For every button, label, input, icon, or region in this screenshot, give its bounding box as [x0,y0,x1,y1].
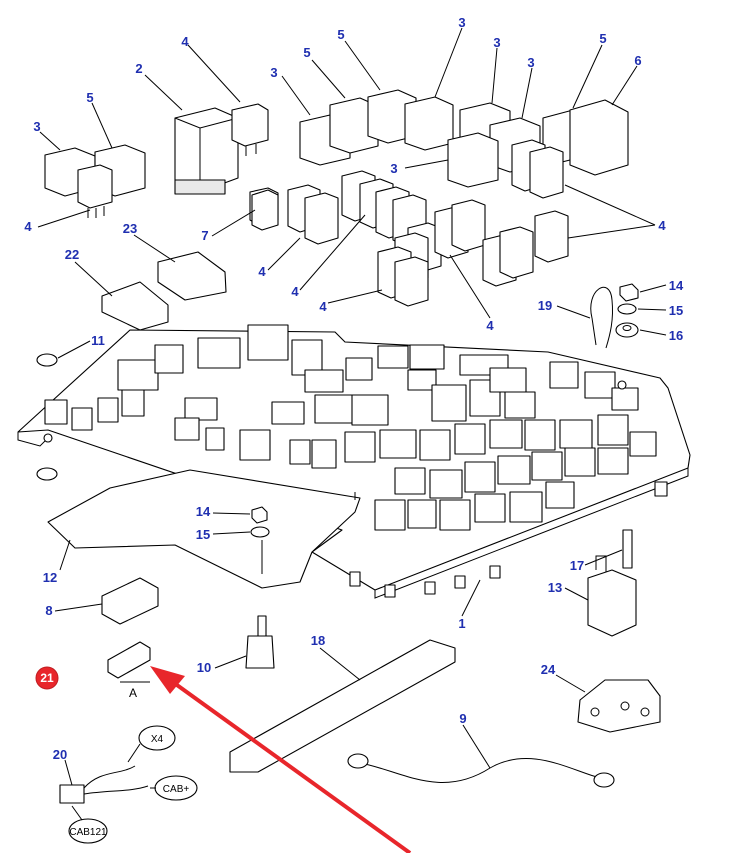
callout-16: 16 [669,328,683,343]
callout-6: 6 [634,53,641,68]
callout-3: 3 [527,55,534,70]
callout-20: 20 [53,747,67,762]
callout-23: 23 [123,221,137,236]
view-a-indicator: A [129,686,137,700]
callout-21: 21 [40,671,54,685]
callout-24: 24 [541,662,556,677]
loose-relays [44,89,629,331]
callout-15: 15 [196,527,210,542]
callout-4: 4 [24,219,32,234]
callout-17: 17 [570,558,584,573]
callout-3: 3 [458,15,465,30]
plug-tags: X4 CAB+ CAB121 [68,725,198,844]
callout-3: 3 [270,65,277,80]
callout-2: 2 [135,61,142,76]
callout-19: 19 [538,298,552,313]
callout-11: 11 [91,333,105,348]
callout-7: 7 [201,228,208,243]
callout-4: 4 [319,299,327,314]
view-a-label: A [129,686,137,700]
callout-14: 14 [196,504,211,519]
callout-5: 5 [303,45,310,60]
side-parts [36,283,661,804]
callout-4: 4 [181,34,189,49]
plug-cab-plus-label: CAB+ [163,784,190,795]
callout-10: 10 [197,660,211,675]
callout-4: 4 [291,284,299,299]
callout-14: 14 [669,278,684,293]
insulating-sheet [47,469,361,589]
callout-22: 22 [65,247,79,262]
leader-lines [37,27,667,786]
callout-4: 4 [658,218,666,233]
callout-3: 3 [33,119,40,134]
callout-8: 8 [45,603,52,618]
callout-15: 15 [669,303,683,318]
callout-3: 3 [493,35,500,50]
callout-9: 9 [459,711,466,726]
item-21-highlight-badge[interactable]: 21 [35,666,59,690]
callout-4: 4 [486,318,494,333]
callout-5: 5 [337,27,344,42]
highlight-pointer-arrow [150,666,412,853]
callout-4: 4 [258,264,266,279]
callout-5: 5 [86,90,93,105]
callout-12: 12 [43,570,57,585]
callout-3: 3 [390,161,397,176]
callout-numbers: 4 2 3 5 5 3 3 3 5 6 5 3 4 7 3 4 23 22 4 … [24,15,684,762]
callout-13: 13 [548,580,562,595]
callout-18: 18 [311,633,325,648]
plug-x4-label: X4 [151,734,164,745]
callout-5: 5 [599,31,606,46]
board-components [43,324,668,598]
plug-cab121-label: CAB121 [69,827,107,838]
callout-1: 1 [458,616,465,631]
